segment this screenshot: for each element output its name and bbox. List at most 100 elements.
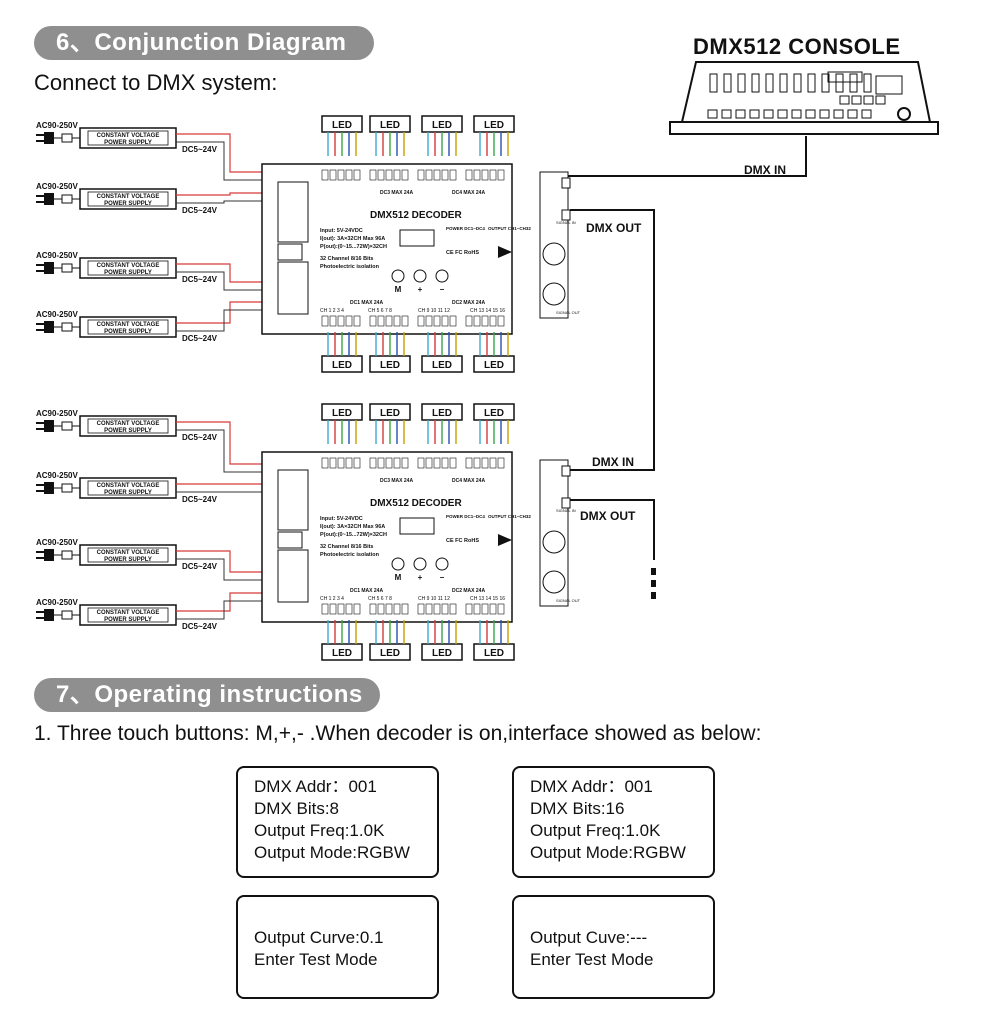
console-key (749, 109, 760, 119)
channel-numbers: CH 5 6 7 8 (368, 596, 392, 602)
terminal-pin (433, 603, 441, 615)
console-fader (779, 73, 788, 93)
decoder-spec: P(out):(0~15...72W)×32CH (320, 244, 387, 250)
section-6-title: 6、Conjunction Diagram (56, 29, 347, 56)
terminal-pin (473, 315, 481, 327)
output-ch-label: OUTPUT CH1~CH32 (488, 226, 531, 231)
console-key (791, 109, 802, 119)
plug-connector (61, 610, 73, 620)
lcd-screen-curve: Output Curve:0.1 Enter Test Mode (236, 895, 439, 999)
dc-label: DC3 MAX 24A (380, 190, 413, 196)
lcd-screen-8bit: DMX Addr：001 DMX Bits:8 Output Freq:1.0K… (236, 766, 439, 878)
terminal-pin (425, 169, 433, 181)
psu-label: POWER SUPPLY (104, 428, 152, 434)
lcd-line: DMX Bits:16 (530, 799, 625, 818)
rj45-port (277, 243, 303, 261)
console-fader (863, 73, 872, 93)
psu-label: POWER SUPPLY (104, 617, 152, 623)
terminal-pin (489, 457, 497, 469)
dmx-in-port (561, 177, 571, 189)
ac-label: AC90-250V (36, 121, 78, 130)
plug-connector (61, 421, 73, 431)
ac-label: AC90-250V (36, 538, 78, 547)
touch-button (391, 557, 405, 571)
terminal-pin (441, 315, 449, 327)
terminal-pin (345, 315, 353, 327)
decoder-spec: I(out): 3A×32CH Max 96A (320, 236, 385, 242)
psu-label: POWER SUPPLY (104, 270, 152, 276)
terminal-pin (433, 315, 441, 327)
terminal-pin (401, 457, 409, 469)
ac-label: AC90-250V (36, 182, 78, 191)
instruction-line-1: 1. Three touch buttons: M,+,- .When deco… (34, 722, 762, 745)
ac-label: AC90-250V (36, 598, 78, 607)
plug-icon (44, 132, 54, 144)
psu-label: CONSTANT VOLTAGE (97, 483, 160, 489)
plug-icon (44, 321, 54, 333)
plug-connector (61, 263, 73, 273)
power-in-terminal (277, 181, 309, 243)
console-key (833, 109, 844, 119)
led-label: LED (484, 360, 504, 371)
dc-voltage-label: DC5~24V (182, 334, 218, 343)
psu-label-frame (87, 130, 169, 146)
led-label: LED (332, 360, 352, 371)
touch-button (413, 269, 427, 283)
psu-label: POWER SUPPLY (104, 557, 152, 563)
touch-button (435, 557, 449, 571)
terminal-pin (425, 457, 433, 469)
terminal-pin (425, 603, 433, 615)
decoder-channel: Photoelectric isolation (320, 552, 380, 558)
terminal-pin (337, 603, 345, 615)
terminal-pin (337, 457, 345, 469)
ac-label: AC90-250V (36, 251, 78, 260)
decoder-spec: Input: 5V-24VDC (320, 228, 363, 234)
console-fader (751, 73, 760, 93)
terminal-pin (489, 603, 497, 615)
terminal-pin (417, 169, 425, 181)
dc-label: DC3 MAX 24A (380, 478, 413, 484)
section-6-heading: 6、Conjunction Diagram (34, 26, 374, 60)
terminal-pin (393, 603, 401, 615)
touch-button-label: − (440, 285, 445, 294)
decoder-display (399, 229, 435, 247)
dc-voltage-label: DC5~24V (182, 145, 218, 154)
console-key (707, 109, 718, 119)
cert-label: CE FC RoHS (446, 250, 479, 256)
psu-box (79, 604, 177, 626)
led-label: LED (380, 360, 400, 371)
terminal-pin (321, 603, 329, 615)
dmx-link-cable (570, 209, 655, 471)
terminal-pin (369, 315, 377, 327)
decoder-spec: Input: 5V-24VDC (320, 516, 363, 522)
signal-out-label: SIGNAL OUT (556, 310, 581, 315)
console-fader (723, 73, 732, 93)
continuation-dot (651, 568, 656, 575)
terminal-pin (337, 169, 345, 181)
psu-label: CONSTANT VOLTAGE (97, 133, 160, 139)
console-fader (835, 73, 844, 93)
terminal-pin (329, 169, 337, 181)
lcd-line: DMX Bits:8 (254, 799, 340, 818)
terminal-pin (417, 603, 425, 615)
psu-label-frame (87, 607, 169, 623)
signal-in-label: SIGNAL IN (556, 508, 576, 513)
dc-label: DC2 MAX 24A (452, 588, 485, 594)
continuation-dot (651, 592, 656, 599)
psu-box (79, 257, 177, 279)
psu-box (79, 415, 177, 437)
psu-box (79, 127, 177, 149)
console-fader (793, 73, 802, 93)
terminal-pin (385, 603, 393, 615)
dmx-out-label: DMX OUT (586, 221, 642, 235)
console-panel (875, 75, 903, 95)
psu-label-frame (87, 319, 169, 335)
channel-numbers: CH 9 10 11 12 (418, 596, 450, 602)
console-key (819, 109, 830, 119)
dc-voltage-label: DC5~24V (182, 495, 218, 504)
psu-label-frame (87, 480, 169, 496)
psu-label: CONSTANT VOLTAGE (97, 322, 160, 328)
led-label: LED (432, 360, 452, 371)
dmx-in-cable (568, 136, 807, 177)
plug-icon (44, 193, 54, 205)
